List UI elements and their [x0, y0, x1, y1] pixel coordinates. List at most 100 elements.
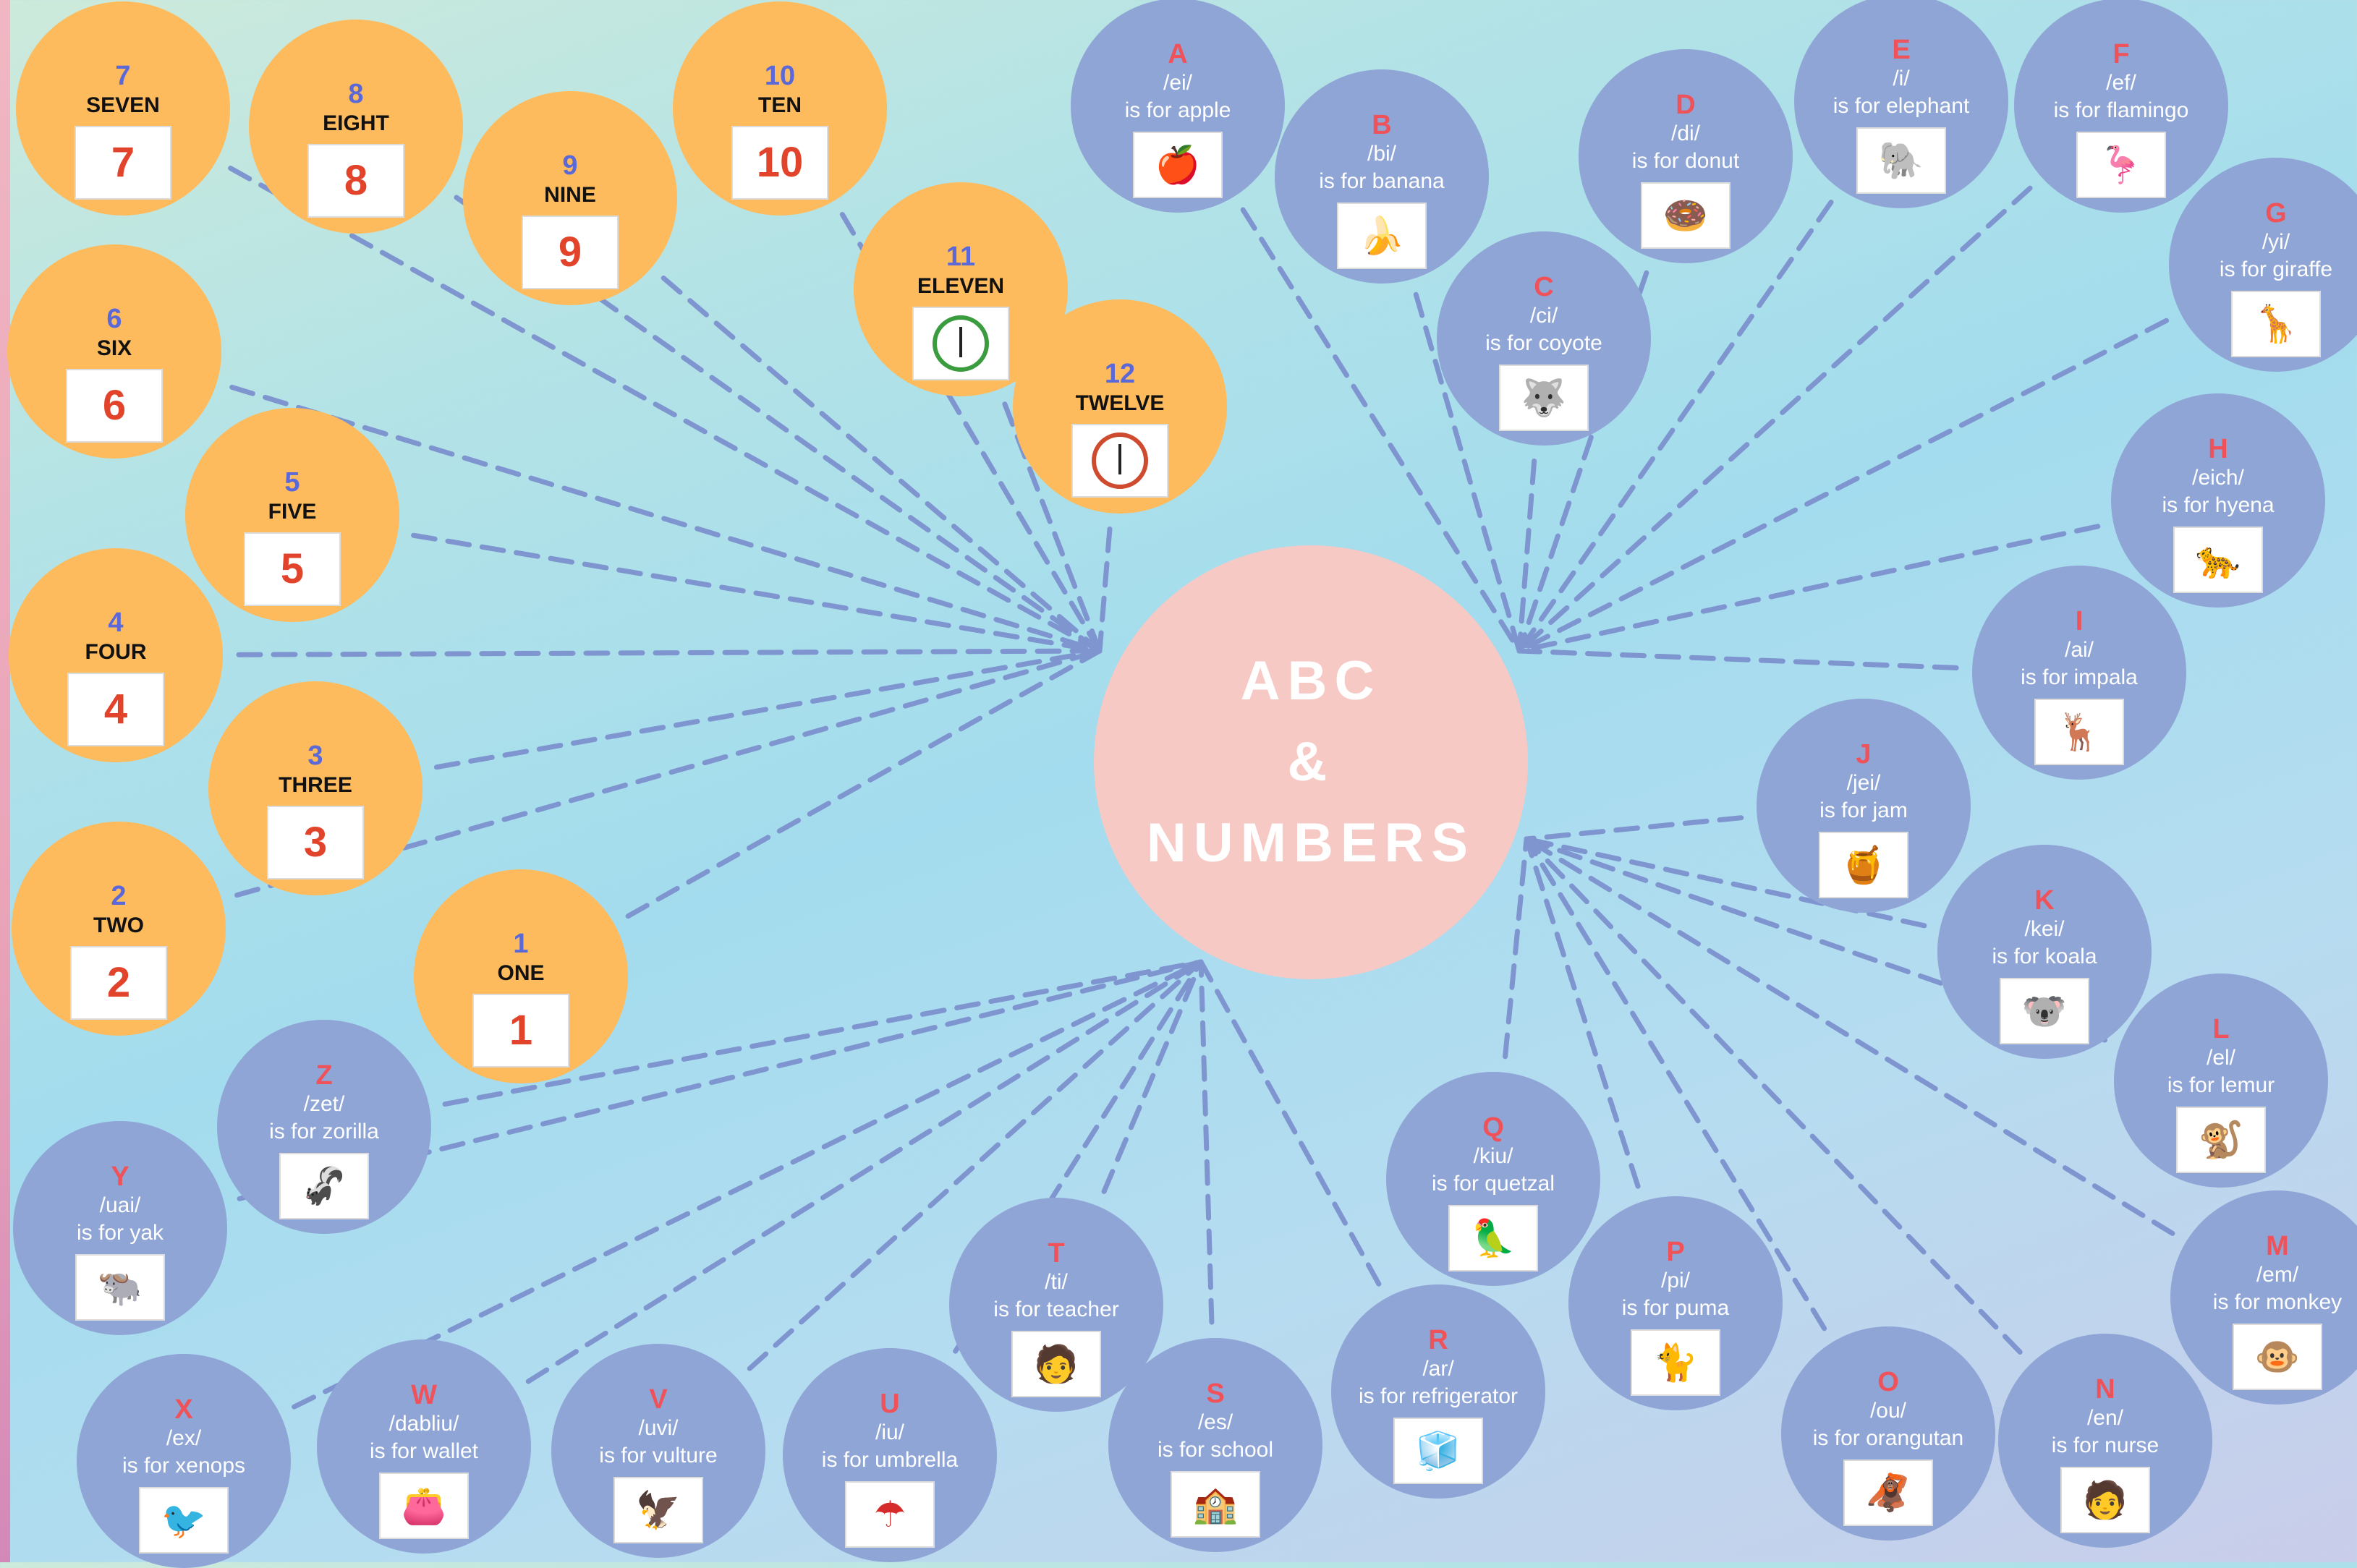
picture-glyph: 🦅	[635, 1490, 681, 1530]
numeral-label: 3	[307, 741, 323, 771]
letter-label: O	[1877, 1367, 1899, 1397]
clock-face	[1092, 433, 1148, 489]
number-word: TEN	[758, 93, 802, 117]
connector-number-3	[433, 648, 1103, 770]
letter-description: is for hyena	[2162, 493, 2275, 517]
letter-bubble-d: D/di/is for donut🍩	[1579, 49, 1793, 263]
number-picture-glyph: 5	[280, 545, 305, 592]
orangutan-icon: 🦧	[1843, 1460, 1933, 1526]
phonetic-label: /ou/	[1869, 1399, 1907, 1423]
connector-letter-r	[1198, 959, 1382, 1287]
letter-label: B	[1372, 110, 1392, 140]
picture-glyph: 🐦	[161, 1500, 207, 1541]
picture-glyph: 🦧	[1865, 1473, 1911, 1513]
wallet-icon: 👛	[379, 1473, 469, 1539]
number-word: TWELVE	[1075, 391, 1165, 415]
letter-label: N	[2095, 1374, 2115, 1405]
connector-letter-a	[1240, 207, 1522, 654]
connector-letter-g	[1516, 318, 2170, 654]
numeral-label: 5	[284, 467, 300, 498]
number-picture-glyph: 8	[344, 157, 368, 204]
phonetic-label: /di/	[1670, 122, 1701, 145]
letter-description: is for giraffe	[2219, 257, 2333, 281]
connector-letter-f	[1516, 185, 2033, 654]
number-picture-glyph: 6	[102, 382, 127, 429]
letter-label: U	[880, 1389, 900, 1419]
numeral-label: 7	[115, 61, 131, 91]
letter-label: C	[1534, 272, 1554, 302]
one-card: 1	[472, 994, 569, 1068]
connector-letter-d	[1516, 270, 1649, 654]
vulture-icon: 🦅	[613, 1477, 703, 1543]
letter-bubble-u: U/iu/is for umbrella☂	[783, 1348, 997, 1562]
letter-label: M	[2266, 1231, 2289, 1261]
letter-bubble-h: H/eich/is for hyena🐆	[2111, 393, 2325, 608]
phonetic-label: /kiu/	[1473, 1144, 1513, 1168]
three-card: 3	[267, 806, 364, 879]
phonetic-label: /zet/	[303, 1092, 345, 1116]
zorilla-icon: 🦨	[279, 1153, 369, 1219]
letter-bubble-r: R/ar/is for refrigerator🧊	[1331, 1284, 1545, 1499]
coyote-icon: 🐺	[1499, 365, 1589, 431]
phonetic-label: /ei/	[1163, 71, 1193, 95]
numeral-label: 1	[513, 929, 529, 959]
letter-bubble-j: J/jei/is for jam🍯	[1757, 699, 1971, 913]
picture-glyph: ☂	[873, 1494, 906, 1535]
five-card: 5	[244, 532, 341, 606]
connector-letter-o	[1524, 836, 1827, 1331]
letter-label: H	[2208, 434, 2228, 464]
letter-bubble-n: N/en/is for nurse🧑	[1998, 1334, 2212, 1548]
letter-label: Z	[315, 1060, 333, 1091]
phonetic-label: /iu/	[875, 1420, 905, 1444]
letter-description: is for wallet	[369, 1439, 479, 1463]
picture-glyph: 🍯	[1840, 845, 1887, 885]
nine-card: 9	[522, 216, 619, 289]
picture-glyph: 🐆	[2195, 540, 2241, 580]
center-title-line-3: NUMBERS	[1146, 812, 1476, 874]
letter-label: R	[1428, 1325, 1448, 1355]
phonetic-label: /i/	[1893, 67, 1910, 90]
umbrella-icon: ☂	[845, 1481, 935, 1548]
center-title-line-2: &	[1287, 731, 1335, 793]
letter-bubble-k: K/kei/is for koala🐨	[1937, 845, 2152, 1059]
letter-bubble-b: B/bi/is for banana🍌	[1275, 69, 1489, 284]
puma-icon: 🐈	[1631, 1329, 1720, 1396]
numeral-label: 4	[108, 608, 124, 638]
letter-bubble-w: W/dabliu/is for wallet👛	[317, 1339, 531, 1554]
letter-description: is for puma	[1621, 1296, 1730, 1320]
connector-letter-y	[237, 959, 1204, 1201]
letter-label: S	[1206, 1379, 1225, 1409]
connector-number-4	[236, 648, 1103, 657]
letter-description: is for zorilla	[269, 1120, 379, 1143]
picture-glyph: 🦩	[2098, 145, 2144, 185]
number-word: EIGHT	[323, 111, 389, 135]
connector-letter-p	[1524, 836, 1641, 1189]
phonetic-label: /uvi/	[638, 1416, 679, 1440]
letter-description: is for koala	[1992, 945, 2097, 968]
letter-description: is for nurse	[2051, 1433, 2159, 1457]
number-word: ELEVEN	[917, 274, 1005, 298]
picture-glyph: 🍌	[1359, 216, 1405, 256]
letter-description: is for impala	[2021, 665, 2138, 689]
letter-bubble-y: Y/uai/is for yak🐃	[13, 1121, 227, 1335]
connector-letter-v	[747, 959, 1204, 1371]
center-title-bubble: ABC & NUMBERS	[1094, 545, 1528, 979]
picture-glyph: 🐨	[2021, 991, 2068, 1031]
picture-glyph: 🐘	[1878, 140, 1924, 181]
number-picture-glyph: 3	[303, 819, 328, 866]
number-word: SEVEN	[86, 93, 160, 117]
letter-description: is for coyote	[1485, 331, 1602, 355]
letter-label: L	[2212, 1014, 2230, 1044]
letter-bubble-g: G/yi/is for giraffe🦒	[2169, 158, 2357, 372]
letter-description: is for lemur	[2167, 1073, 2275, 1097]
number-word: SIX	[96, 336, 132, 360]
letter-description: is for orangutan	[1812, 1426, 1964, 1450]
numeral-label: 12	[1104, 359, 1136, 389]
letter-bubble-z: Z/zet/is for zorilla 🦨	[217, 1020, 431, 1234]
banana-icon: 🍌	[1337, 203, 1427, 269]
six-card: 6	[66, 369, 163, 443]
